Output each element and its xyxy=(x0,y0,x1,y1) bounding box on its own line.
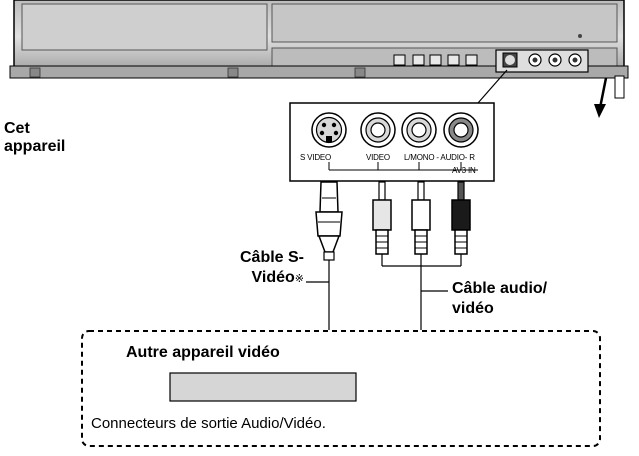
other-device-box xyxy=(81,330,601,447)
device-label-line2: appareil xyxy=(4,138,66,155)
av3-input-panel xyxy=(289,102,495,182)
svideo-cable xyxy=(315,181,343,330)
svideo-cable-label-line2: Vidéo xyxy=(251,269,295,286)
video-plug-icon xyxy=(372,181,392,255)
audio-left-plug-icon xyxy=(411,181,431,255)
outputs-label: Connecteurs de sortie Audio/Vidéo. xyxy=(91,415,326,432)
recorder-device xyxy=(9,0,629,99)
audio-jack-label: L/MONO - AUDIO- R xyxy=(404,153,475,162)
arrow-head-icon xyxy=(594,104,606,118)
av-cable-label: Câble audio/ vidéo xyxy=(452,279,547,319)
front-buttons xyxy=(393,54,478,66)
footnote-mark: ※ xyxy=(294,273,304,285)
svideo-cable-label-line1: Câble S- xyxy=(239,249,304,266)
av-cable-label-line2: vidéo xyxy=(452,300,494,317)
zoom-leader xyxy=(477,69,508,104)
device-label-line1: Cet xyxy=(4,120,30,137)
other-device-title: Autre appareil vidéo xyxy=(126,344,280,361)
video-jack-label: VIDEO xyxy=(366,153,390,162)
rca-plugs xyxy=(372,181,471,330)
svideo-cable-label: Câble S- Vidéo※ xyxy=(212,248,304,289)
svideo-jack-label: S VIDEO xyxy=(300,153,332,162)
device-label: Cet appareil xyxy=(4,120,65,156)
av-cable-label-line1: Câble audio/ xyxy=(452,280,548,297)
open-flap-arrow xyxy=(598,77,608,109)
audio-right-plug-icon xyxy=(451,181,471,255)
input-name-label: AV3 IN xyxy=(452,166,476,175)
